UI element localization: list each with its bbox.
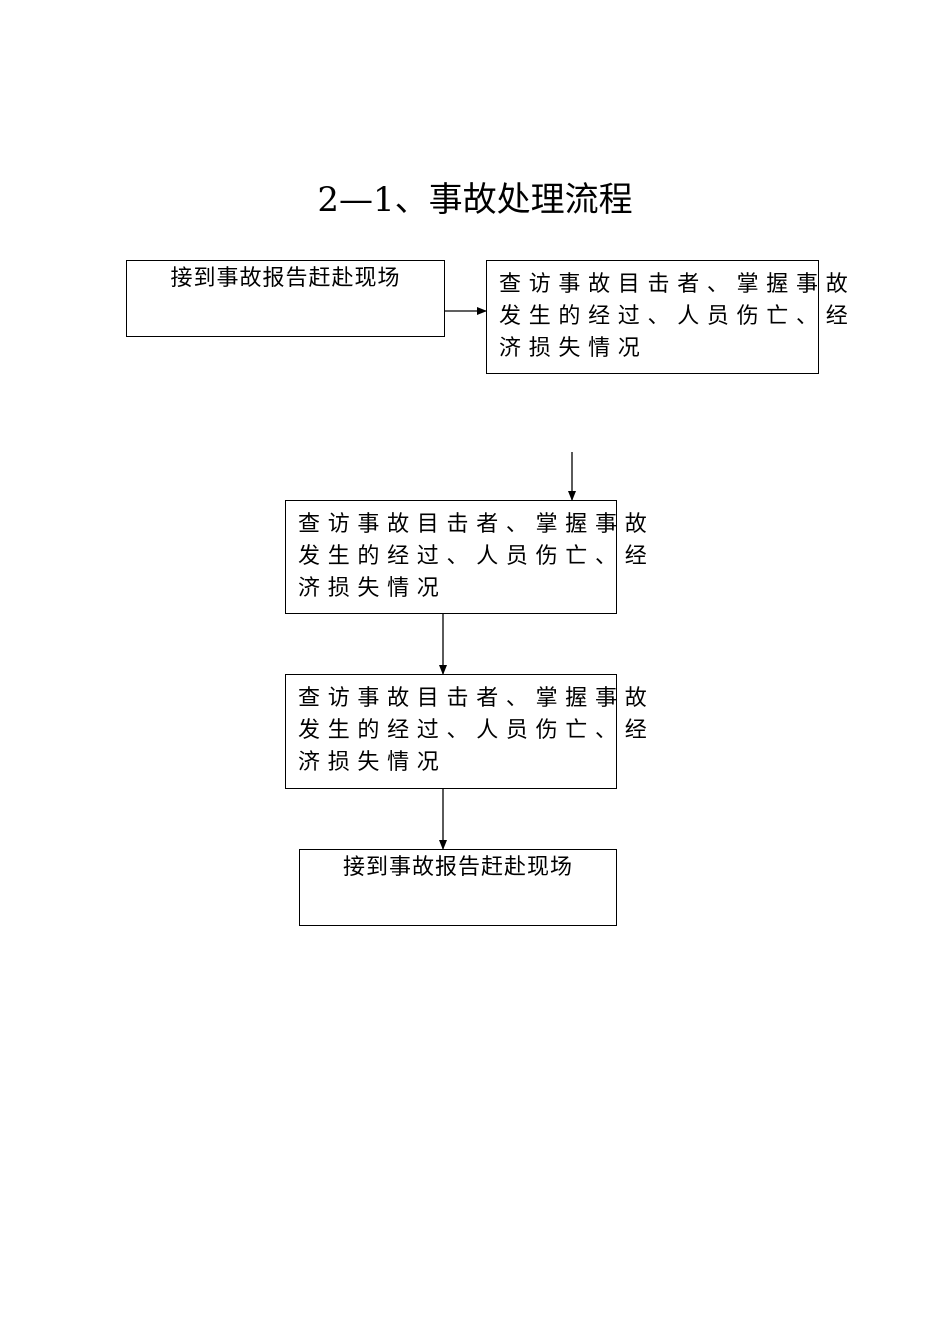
node-text: 济损失情况 [499, 336, 648, 361]
node-receive-report: 接到事故报告赶赴现场 [126, 260, 445, 337]
page-title: 2—1、事故处理流程 [317, 180, 633, 220]
node-text: 接到事故报告赶赴现场 [342, 855, 573, 880]
node-text: 济损失情况 [298, 750, 447, 775]
node-investigate-1: 查访事故目击者、掌握事故 发生的经过、人员伤亡、经 济损失情况 [486, 260, 856, 374]
node-text: 济损失情况 [298, 576, 447, 601]
node-text: 发生的经过、人员伤亡、经 [499, 304, 856, 329]
node-text: 接到事故报告赶赴现场 [170, 266, 401, 291]
node-text: 查访事故目击者、掌握事故 [298, 512, 655, 537]
node-receive-report-2: 接到事故报告赶赴现场 [299, 849, 617, 926]
node-investigate-3: 查访事故目击者、掌握事故 发生的经过、人员伤亡、经 济损失情况 [285, 674, 655, 789]
node-text: 发生的经过、人员伤亡、经 [298, 718, 655, 743]
node-text: 查访事故目击者、掌握事故 [499, 272, 856, 297]
node-investigate-2: 查访事故目击者、掌握事故 发生的经过、人员伤亡、经 济损失情况 [285, 500, 655, 614]
node-text: 查访事故目击者、掌握事故 [298, 686, 655, 711]
node-text: 发生的经过、人员伤亡、经 [298, 544, 655, 569]
